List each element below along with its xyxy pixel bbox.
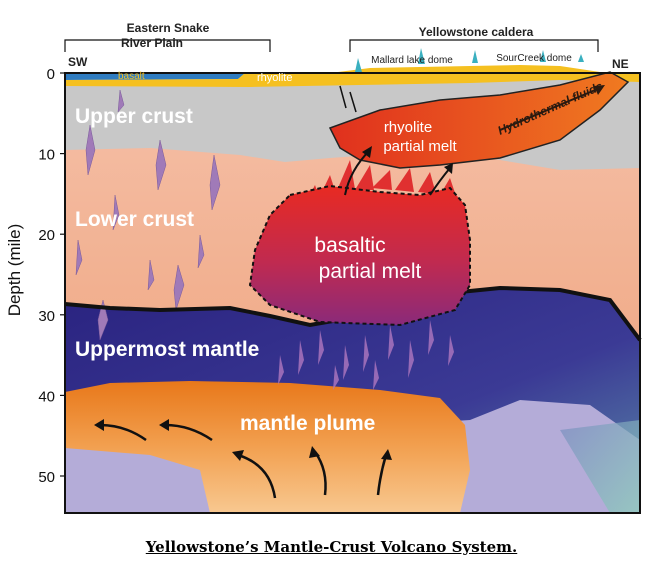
basalt-label: basalt (118, 71, 145, 82)
sourcreek-dome-label: SourCreek dome (496, 53, 572, 64)
rhyolite-melt-label-line2: partial melt (383, 138, 457, 155)
depth-tick-label: 20 (38, 227, 55, 244)
uppermost-mantle-label: Uppermost mantle (75, 338, 259, 361)
hydrothermal-arrow (499, 87, 601, 131)
diagram-frame (64, 72, 641, 514)
lower-crust-label: Lower crust (75, 208, 194, 231)
eastern-snake-label-line2: River Plain (121, 36, 183, 50)
depth-tick-label: 10 (38, 147, 55, 164)
crust-dikes (75, 89, 221, 341)
yellowstone-bracket (349, 39, 599, 52)
rhyolite-partial-melt-body (328, 71, 630, 169)
cross-section (64, 48, 642, 513)
mallard-lake-dome-label: Mallard lake dome (371, 55, 453, 66)
fault-arrows (339, 85, 357, 113)
depth-tick-label: 0 (47, 66, 55, 83)
melt-ascent-arrowheads (362, 146, 453, 174)
plume-flow-arrowheads (94, 419, 392, 461)
basaltic-partial-melt-body (248, 184, 471, 327)
basaltic-melt-label-line2: partial melt (319, 260, 422, 283)
sw-label: SW (68, 55, 88, 69)
hydrothermal-arrowhead (594, 85, 605, 95)
mantle-plume-label: mantle plume (240, 412, 375, 435)
plume-flow-arrows (99, 423, 388, 499)
ne-label: NE (612, 57, 629, 71)
mantle-plume-region (65, 381, 470, 513)
rhyolite-label: rhyolite (257, 72, 292, 84)
figure-caption: Yellowstone’s Mantle-Crust Volcano Syste… (145, 538, 518, 556)
depth-axis-ticks: 0 10 20 30 40 50 (38, 66, 65, 486)
rhyolite-surface (65, 65, 640, 87)
yellowstone-caldera-label: Yellowstone caldera (419, 25, 534, 39)
depth-tick-label: 50 (38, 469, 55, 486)
basalt-surface (65, 73, 245, 80)
eastern-snake-label-line1: Eastern Snake (127, 21, 210, 35)
geyser-icons (355, 48, 584, 72)
depth-tick-label: 40 (38, 388, 55, 405)
deep-mantle-corner (560, 420, 640, 513)
depth-axis-label: Depth (mile) (5, 224, 24, 317)
depth-tick-label: 30 (38, 308, 55, 325)
rhyolite-melt-label-line1: rhyolite (384, 119, 432, 136)
depth-axis: 0 10 20 30 40 50 Depth (mile) (5, 66, 65, 486)
upper-crust-label: Upper crust (75, 105, 193, 128)
eastern-snake-bracket (64, 39, 271, 52)
basaltic-melt-label-line1: basaltic (314, 234, 385, 257)
mantle-melt-streaks (278, 320, 454, 390)
